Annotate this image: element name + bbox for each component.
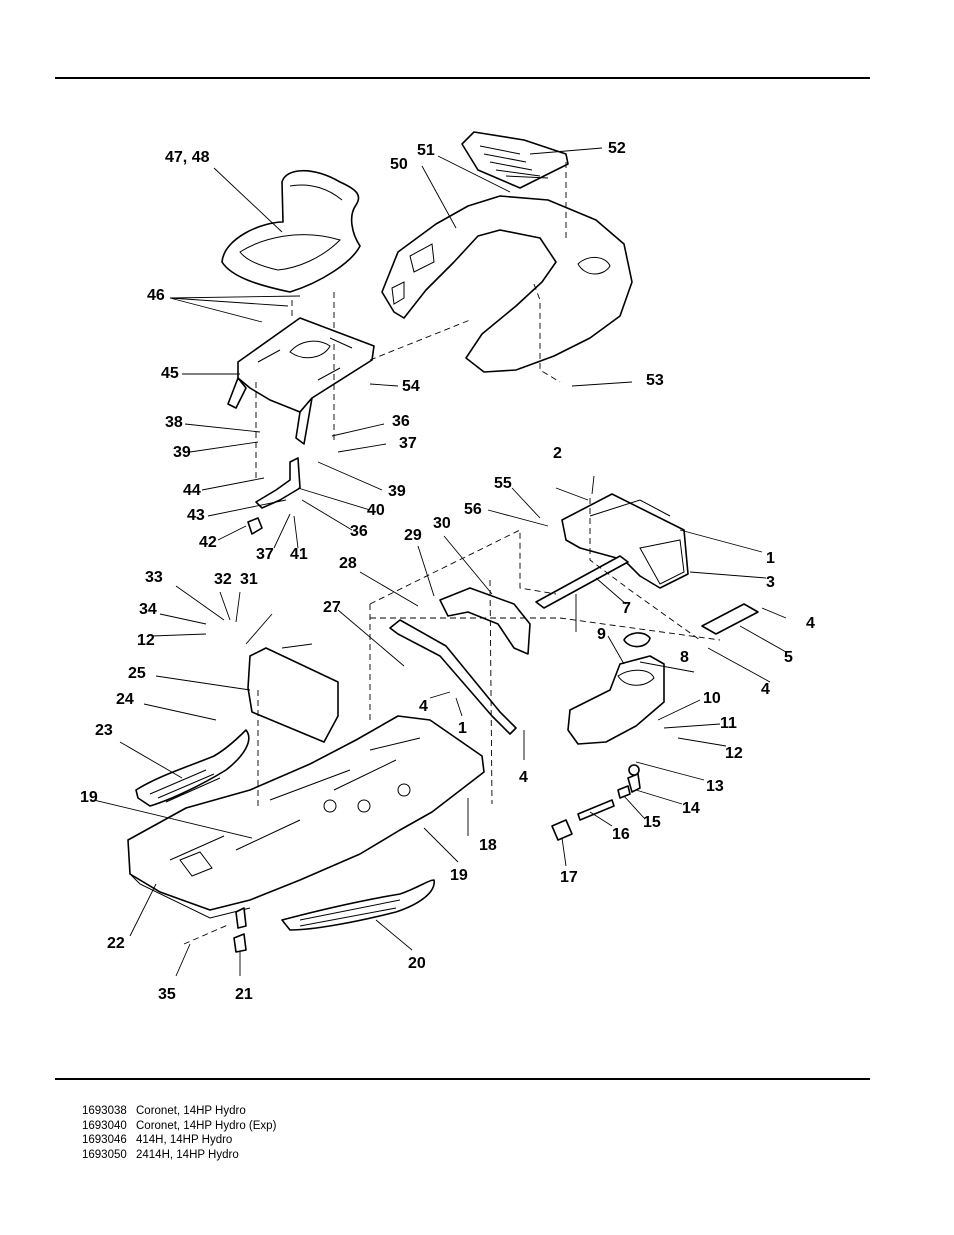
model-description: Coronet, 14HP Hydro (Exp) xyxy=(136,1119,277,1132)
part-callout: 53 xyxy=(646,372,664,389)
part-callout: 52 xyxy=(608,140,626,157)
deck-drawing xyxy=(127,715,485,953)
part-callout: 11 xyxy=(720,715,737,732)
part-callout: 30 xyxy=(433,515,451,532)
part-callout: 25 xyxy=(128,665,146,682)
part-callout: 8 xyxy=(680,649,689,666)
part-callout: 17 xyxy=(560,869,578,886)
part-callout: 15 xyxy=(643,814,661,831)
fuel-tank-drawing xyxy=(567,632,665,745)
part-callout: 20 xyxy=(408,955,426,972)
part-callout: 19 xyxy=(450,867,468,884)
part-callout: 4 xyxy=(806,615,815,632)
part-callout: 51 xyxy=(417,142,435,159)
model-list: 1693038 Coronet, 14HP Hydro 1693040 Corone… xyxy=(82,1104,276,1162)
part-callout: 44 xyxy=(183,482,201,499)
part-callout: 46 xyxy=(147,287,165,304)
part-callout: 12 xyxy=(725,745,743,762)
part-callout: 56 xyxy=(464,501,482,518)
part-callout: 21 xyxy=(235,986,253,1003)
part-callout: 54 xyxy=(402,378,420,395)
part-callout: 5 xyxy=(784,649,793,666)
part-callout: 22 xyxy=(107,935,125,952)
model-number: 1693040 xyxy=(82,1119,127,1132)
part-callout: 50 xyxy=(390,156,408,173)
dash-panel-drawing xyxy=(247,647,339,743)
part-callout: 24 xyxy=(116,691,134,708)
part-callout: 7 xyxy=(622,600,631,617)
model-number: 1693050 xyxy=(82,1148,127,1161)
model-description: Coronet, 14HP Hydro xyxy=(136,1105,246,1117)
part-callout: 4 xyxy=(419,698,428,715)
part-callout: 19 xyxy=(80,789,98,806)
part-callout: 41 xyxy=(290,546,308,563)
part-callout: 12 xyxy=(137,632,155,649)
part-callout: 1 xyxy=(766,550,775,567)
model-row: 1693040 Coronet, 14HP Hydro (Exp) xyxy=(82,1119,276,1134)
frame-rail-drawing xyxy=(535,555,629,609)
part-callout: 13 xyxy=(706,778,724,795)
model-row: 1693050 2414H, 14HP Hydro xyxy=(82,1148,276,1163)
cover-drawing xyxy=(439,587,531,655)
part-callout: 37 xyxy=(399,435,417,452)
part-callout: 42 xyxy=(199,534,217,551)
seat-drawing xyxy=(221,170,361,293)
part-callout: 47, 48 xyxy=(165,149,210,166)
bracket-27-drawing xyxy=(389,619,517,735)
part-callout: 34 xyxy=(139,601,157,618)
part-callout: 31 xyxy=(240,571,258,588)
seat-stop-drawing xyxy=(255,457,301,509)
seat-pan-drawing xyxy=(227,317,375,445)
part-callout: 18 xyxy=(479,837,497,854)
vent-drawing xyxy=(461,131,569,189)
model-description: 414H, 14HP Hydro xyxy=(136,1134,233,1147)
part-callout: 32 xyxy=(214,571,232,588)
part-callout: 40 xyxy=(367,502,385,519)
part-callout: 45 xyxy=(161,365,179,382)
model-number: 1693038 xyxy=(82,1105,127,1117)
part-callout: 3 xyxy=(766,574,775,591)
part-callout: 4 xyxy=(519,769,528,786)
bottom-rule xyxy=(55,1078,870,1080)
part-callout: 23 xyxy=(95,722,113,739)
part-callout: 4 xyxy=(761,681,770,698)
fuel-fittings-drawing xyxy=(551,764,641,841)
model-number: 1693046 xyxy=(82,1134,127,1147)
part-callout: 10 xyxy=(703,690,721,707)
top-rule xyxy=(55,77,870,79)
part-callout: 27 xyxy=(323,599,341,616)
part-callout: 29 xyxy=(404,527,422,544)
guide-lines xyxy=(183,162,721,945)
hood-drawing xyxy=(381,195,633,373)
part-callout: 43 xyxy=(187,507,205,524)
bracket-drawing xyxy=(701,603,759,635)
part-callout: 39 xyxy=(388,483,406,500)
part-callout: 16 xyxy=(612,826,630,843)
part-callout: 37 xyxy=(256,546,274,563)
part-callout: 33 xyxy=(145,569,163,586)
model-row: 1693038 Coronet, 14HP Hydro xyxy=(82,1104,276,1119)
part-callout: 14 xyxy=(682,800,700,817)
part-callout: 38 xyxy=(165,414,183,431)
part-callout: 55 xyxy=(494,475,512,492)
part-callout: 1 xyxy=(458,720,467,737)
part-callout: 28 xyxy=(339,555,357,572)
model-row: 1693046 414H, 14HP Hydro xyxy=(82,1133,276,1148)
part-callout: 35 xyxy=(158,986,176,1003)
rear-box-drawing xyxy=(561,493,689,589)
part-callout: 9 xyxy=(597,626,606,643)
leader-lines xyxy=(93,147,787,977)
stop-pad-drawing xyxy=(247,517,263,535)
part-callout: 39 xyxy=(173,444,191,461)
part-callout: 2 xyxy=(553,445,562,462)
foot-pads-drawing xyxy=(135,729,435,931)
part-callout: 36 xyxy=(392,413,410,430)
part-callout: 36 xyxy=(350,523,368,540)
model-description: 2414H, 14HP Hydro xyxy=(136,1148,239,1161)
part-drawings xyxy=(127,131,759,953)
